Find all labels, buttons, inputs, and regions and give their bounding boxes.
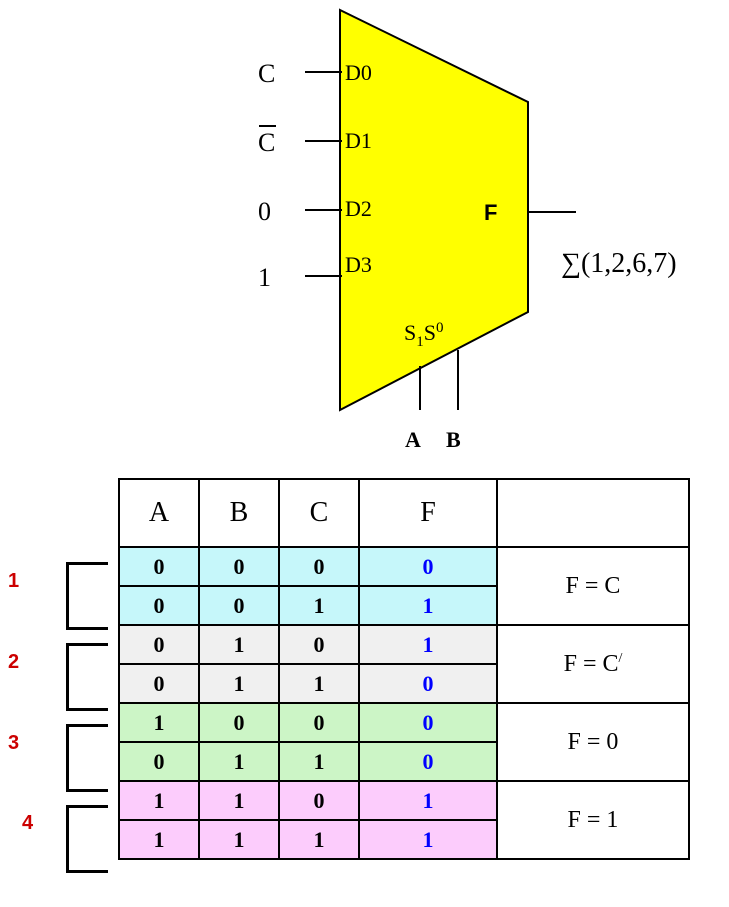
- cell-f: 0: [358, 546, 498, 587]
- cell-a: 1: [118, 780, 200, 821]
- cell-b: 0: [198, 546, 280, 587]
- truth-table: A B C F 0 0 0 0 F = C 0 0 1 1 0 1 0 1: [118, 478, 690, 860]
- cell-b: 1: [198, 741, 280, 782]
- cell-f: 1: [358, 624, 498, 665]
- cell-c: 1: [278, 741, 360, 782]
- group-expression-2-prime: /: [618, 650, 623, 666]
- cell-a: 0: [118, 585, 200, 626]
- cell-a: 0: [118, 663, 200, 704]
- select-pin-s1-subscript: 1: [416, 334, 424, 350]
- table-row: 1 0 0 0 F = 0: [118, 702, 690, 782]
- cell-f: 0: [358, 663, 498, 704]
- function-minterms: ∑(1,2,6,7): [561, 248, 677, 279]
- group-number-2: 2: [8, 651, 20, 673]
- cell-f: 0: [358, 702, 498, 743]
- group-expression-2-text: F = C: [563, 650, 619, 677]
- select-pin-label: S1S0: [404, 320, 444, 350]
- cell-a: 0: [118, 741, 200, 782]
- cell-c: 1: [278, 819, 360, 860]
- table-row: 0 0 1 1: [118, 585, 689, 626]
- pin-label-d1: D1: [345, 128, 372, 153]
- cell-c: 1: [278, 585, 360, 626]
- group-bracket-2: [66, 643, 108, 711]
- input-signal-d3: 1: [258, 263, 271, 292]
- cell-b: 1: [198, 780, 280, 821]
- select-pin-s1: S: [404, 320, 416, 345]
- cell-f: 1: [358, 585, 498, 626]
- cell-b: 1: [198, 819, 280, 860]
- select-pin-s0-superscript: 0: [436, 320, 444, 336]
- input-signal-d1: C: [258, 128, 275, 157]
- table-header-row: A B C F: [118, 478, 690, 548]
- cell-a: 1: [118, 702, 200, 743]
- pin-label-d3: D3: [345, 252, 372, 277]
- table-row: 1 1 1 1: [118, 819, 689, 860]
- cell-c: 1: [278, 663, 360, 704]
- group-bracket-4: [66, 805, 108, 873]
- table-row: 0 0 0 0 F = C: [118, 546, 690, 626]
- table-row: 0 1 0 1 F = C/: [118, 624, 690, 704]
- pin-label-d0: D0: [345, 60, 372, 85]
- cell-f: 1: [358, 780, 498, 821]
- input-signal-d0: C: [258, 59, 275, 88]
- header-expression: [496, 478, 690, 548]
- group-bracket-3: [66, 724, 108, 792]
- cell-c: 0: [278, 624, 360, 665]
- group-bracket-1: [66, 562, 108, 630]
- cell-c: 0: [278, 780, 360, 821]
- cell-b: 1: [198, 663, 280, 704]
- group-expression-3: F = 0: [496, 702, 690, 782]
- cell-a: 0: [118, 546, 200, 587]
- header-f: F: [358, 478, 498, 548]
- header-a: A: [118, 478, 200, 548]
- cell-b: 0: [198, 585, 280, 626]
- table-row: 0 1 1 0: [118, 741, 689, 782]
- group-number-1: 1: [8, 570, 20, 592]
- cell-b: 0: [198, 702, 280, 743]
- cell-c: 0: [278, 546, 360, 587]
- header-c: C: [278, 478, 360, 548]
- group-expression-4: F = 1: [496, 780, 690, 860]
- pin-label-d2: D2: [345, 196, 372, 221]
- cell-c: 0: [278, 702, 360, 743]
- group-number-3: 3: [8, 732, 20, 754]
- group-expression-1: F = C: [496, 546, 690, 626]
- select-input-a: A: [405, 427, 421, 452]
- input-signal-d2: 0: [258, 197, 271, 226]
- group-number-4: 4: [22, 812, 34, 834]
- table-row: 1 1 0 1 F = 1: [118, 780, 690, 860]
- cell-b: 1: [198, 624, 280, 665]
- cell-f: 1: [358, 819, 498, 860]
- output-label: F: [484, 200, 497, 225]
- cell-a: 1: [118, 819, 200, 860]
- header-b: B: [198, 478, 280, 548]
- multiplexer-diagram: C C 0 1 D0 D1 D2 D3 F S1S0 A B ∑(1,2,6,7…: [258, 8, 677, 452]
- select-input-b: B: [446, 427, 461, 452]
- select-pin-s0: S: [424, 320, 436, 345]
- group-expression-2: F = C/: [496, 624, 690, 704]
- cell-a: 0: [118, 624, 200, 665]
- table-row: 0 1 1 0: [118, 663, 689, 704]
- cell-f: 0: [358, 741, 498, 782]
